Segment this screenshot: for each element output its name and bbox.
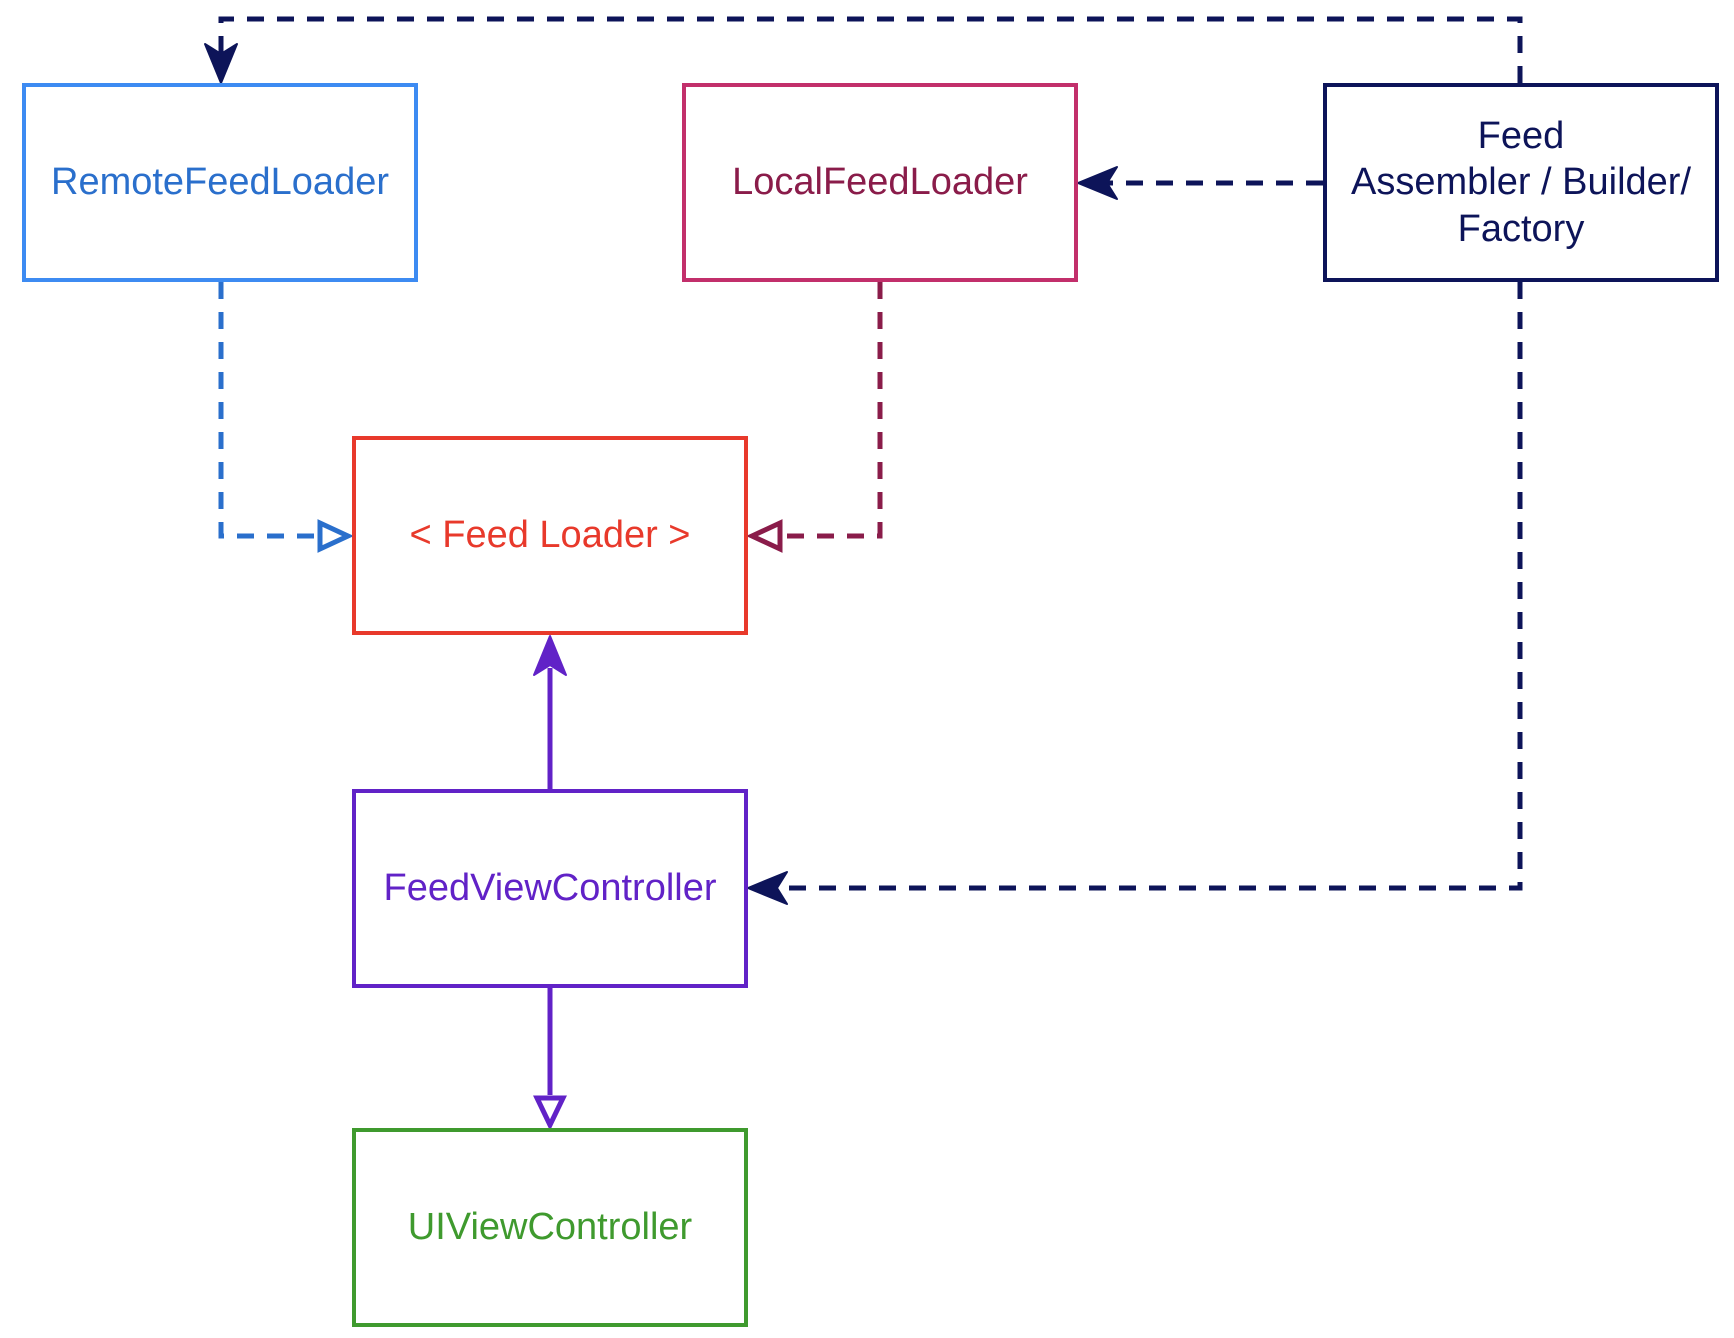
ui-view-controller-label: UIViewController bbox=[407, 1206, 693, 1249]
edge-local-to-loader bbox=[785, 282, 883, 539]
edge-factory-to-fvc bbox=[778, 282, 1523, 891]
arrowhead-remote-to-loader bbox=[317, 519, 354, 553]
feed-loader-protocol-box: < Feed Loader > bbox=[352, 436, 748, 635]
edge-factory-to-remote bbox=[218, 16, 1523, 83]
ui-view-controller-box: UIViewController bbox=[352, 1128, 748, 1327]
remote-feed-loader-box: RemoteFeedLoader bbox=[22, 83, 418, 282]
local-feed-loader-box: LocalFeedLoader bbox=[682, 83, 1078, 282]
edge-remote-to-loader bbox=[218, 282, 318, 539]
arrowhead-fvc-to-loader bbox=[533, 635, 567, 676]
local-feed-loader-label: LocalFeedLoader bbox=[732, 161, 1028, 204]
feed-factory-label: Feed Assembler / Builder/ Factory bbox=[1350, 114, 1691, 250]
arrowhead-factory-to-local bbox=[1077, 166, 1118, 200]
feed-loader-protocol-label: < Feed Loader > bbox=[409, 514, 691, 557]
arrowhead-fvc-to-uivc bbox=[533, 1095, 567, 1131]
arrowhead-factory-to-remote bbox=[204, 43, 238, 84]
feed-view-controller-label: FeedViewController bbox=[383, 867, 717, 910]
remote-feed-loader-label: RemoteFeedLoader bbox=[51, 161, 389, 204]
feed-view-controller-box: FeedViewController bbox=[352, 789, 748, 988]
arrowhead-factory-to-fvc bbox=[747, 871, 788, 905]
arrowhead-local-to-loader bbox=[746, 519, 783, 553]
feed-factory-box: Feed Assembler / Builder/ Factory bbox=[1323, 83, 1719, 282]
